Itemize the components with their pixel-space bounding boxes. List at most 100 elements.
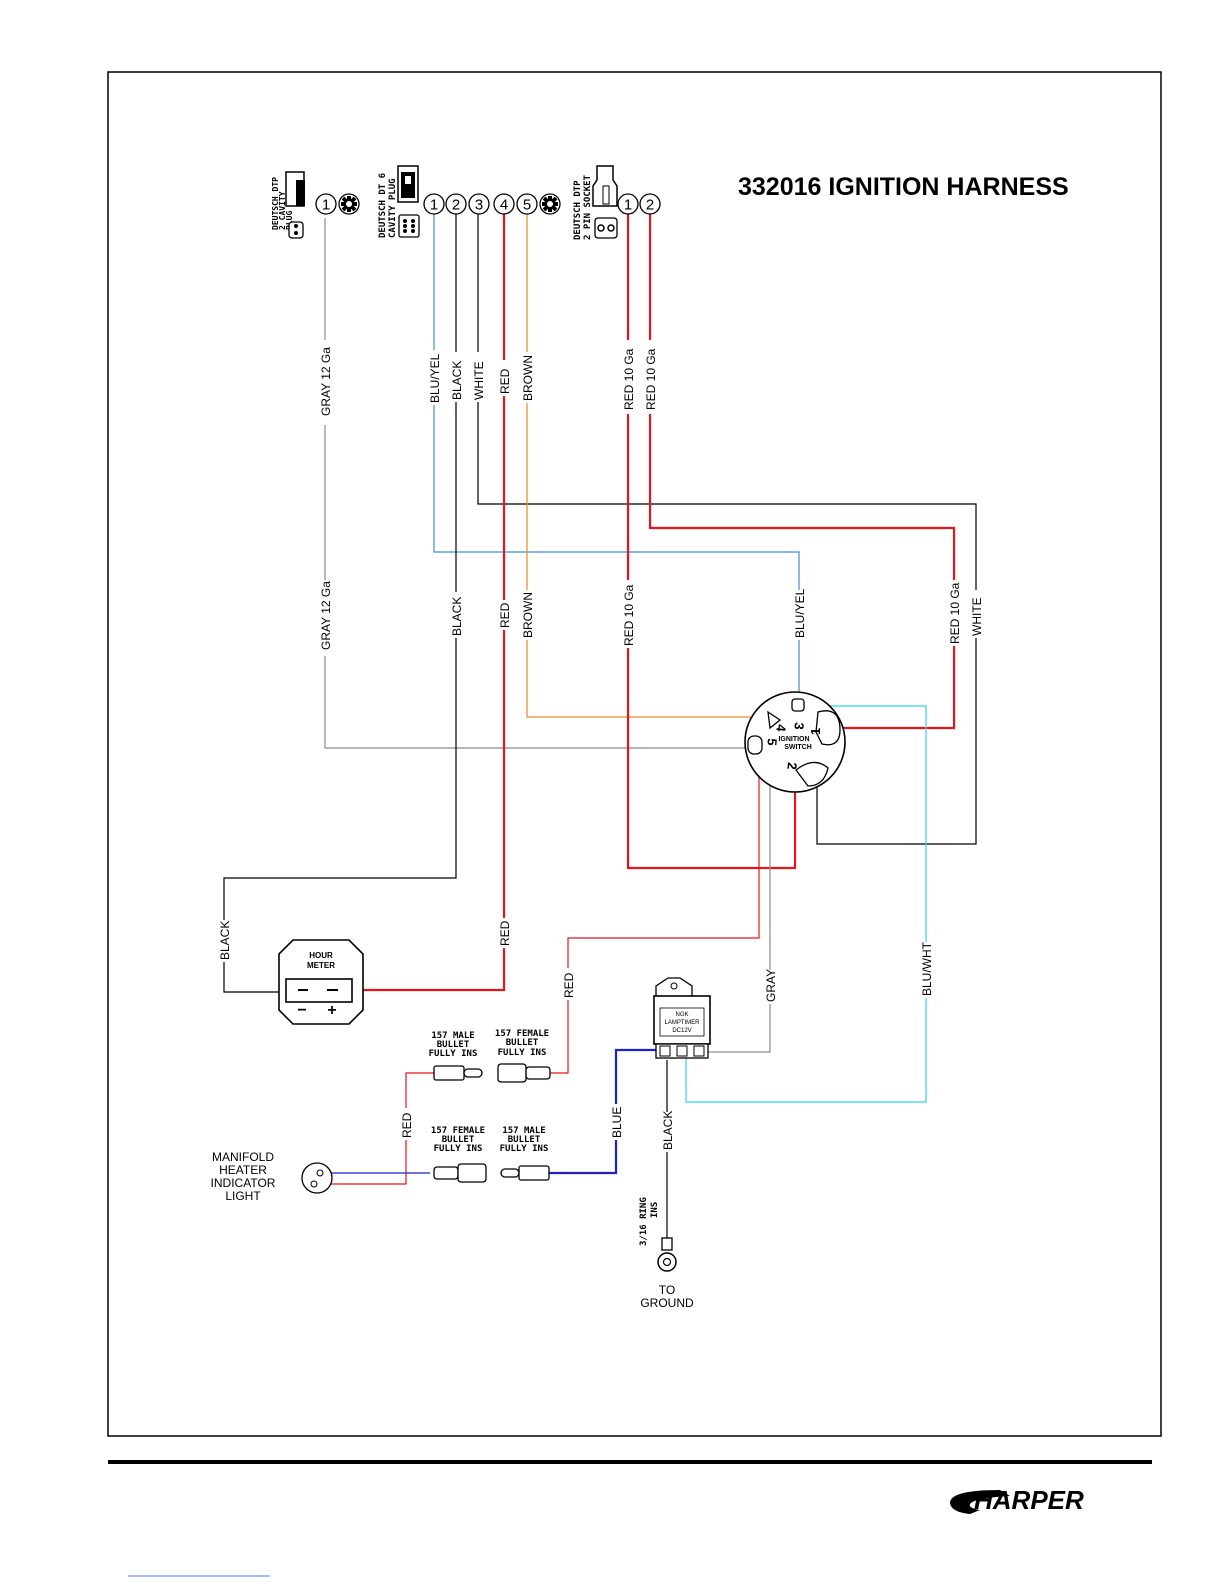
- bullet-bottom-male-label-2: BULLET: [508, 1135, 541, 1145]
- ring-label-1: 3/16 RING: [639, 1197, 649, 1246]
- wire-red-10ga-a: [626, 214, 797, 870]
- wire-gray-12ga: [324, 218, 756, 749]
- wire-brown: [526, 214, 770, 718]
- light-bulb-icon: [301, 1162, 333, 1194]
- label-red10b-mid: RED 10 Ga: [948, 582, 962, 644]
- wire-gray-timer: [706, 760, 771, 1053]
- label-white-top: WHITE: [472, 361, 486, 400]
- indicator-label-1: MANIFOLD: [212, 1150, 274, 1164]
- label-gray-top: GRAY 12 Ga: [319, 347, 333, 416]
- wire-red-10ga-b: [648, 214, 956, 730]
- wire-black: [223, 214, 457, 993]
- page-border: [107, 71, 1162, 1437]
- hour-meter-label-2: METER: [307, 961, 335, 970]
- switch-terminal-4: 4: [773, 724, 789, 733]
- bullet-top-female-label-2: BULLET: [506, 1038, 539, 1048]
- socket-pin-2: 2: [646, 197, 654, 214]
- wire-red-bullet: [550, 752, 760, 1074]
- bullet-top-male-label-1: 157 MALE: [431, 1031, 474, 1041]
- bullet-top-female-label-1: 157 FEMALE: [495, 1029, 549, 1039]
- label-red-top: RED: [498, 368, 512, 394]
- ground-label-1: TO: [659, 1283, 675, 1297]
- label-red-bullet: RED: [562, 972, 576, 998]
- label-bluyel-top: BLU/YEL: [428, 353, 442, 403]
- connector-dt6-label-2: CAVITY PLUG: [388, 178, 398, 238]
- dt6-pin-5: 5: [523, 197, 531, 214]
- bullet-bottom-female-label-2: BULLET: [442, 1135, 475, 1145]
- label-gray-mid: GRAY 12 Ga: [319, 581, 333, 650]
- pin-circle-1: [315, 193, 337, 215]
- hour-meter: HOUR METER − +: [278, 939, 364, 1025]
- lamptimer-label-1: NGK: [675, 1012, 688, 1018]
- connector-dt6-label-1: DEUTSCH DT 6: [378, 173, 388, 238]
- label-brown-top: BROWN: [521, 355, 535, 401]
- label-black-meter: BLACK: [218, 921, 232, 960]
- bullet-top-female: 157 FEMALE BULLET FULLY INS: [495, 1029, 551, 1083]
- label-black-ground: BLACK: [661, 1111, 675, 1150]
- plug-icon: [539, 193, 561, 215]
- wire-red-pin4: [345, 214, 506, 992]
- wire-white: [477, 214, 977, 845]
- bullet-top-female-label-3: FULLY INS: [498, 1048, 547, 1058]
- brand-logo-text: HARPER: [974, 1485, 1084, 1515]
- label-red-meter: RED: [498, 920, 512, 946]
- label-black-mid: BLACK: [450, 597, 464, 636]
- bullet-top-male-label-2: BULLET: [437, 1040, 470, 1050]
- switch-terminal-5: 5: [764, 738, 780, 747]
- connector-dt6-cavity-plug: DEUTSCH DT 6 CAVITY PLUG 1 2 3 4 5: [378, 165, 561, 238]
- wire-blu-wht: [685, 705, 927, 1103]
- bullet-bottom-male: 157 MALE BULLET FULLY INS: [500, 1126, 550, 1181]
- label-bluyel-mid: BLU/YEL: [793, 588, 807, 638]
- switch-terminal-3: 3: [791, 722, 807, 731]
- label-brown-mid: BROWN: [521, 592, 535, 638]
- dt6-pin-1: 1: [430, 197, 438, 214]
- label-bluwht: BLU/WHT: [920, 941, 934, 996]
- dt6-pin-2: 2: [452, 197, 460, 214]
- lamptimer-label-2: LAMPTIMER: [664, 1020, 700, 1026]
- wire-blue: [314, 1048, 664, 1175]
- bullet-top-male: 157 MALE BULLET FULLY INS: [429, 1031, 483, 1081]
- dt6-pin-4: 4: [500, 197, 508, 214]
- bullet-bottom-male-label-3: FULLY INS: [500, 1144, 549, 1154]
- wire-blu-yel: [433, 214, 800, 702]
- switch-label-1: IGNITION: [778, 736, 809, 743]
- indicator-light: MANIFOLD HEATER INDICATOR LIGHT: [211, 1150, 333, 1203]
- connector-dtp-2-pin-socket: DEUTSCH DTP 2 PIN SOCKET 1 2: [573, 165, 661, 240]
- dt6-pin-3: 3: [475, 197, 483, 214]
- wire-red-light: [314, 1072, 435, 1185]
- hour-meter-plus: +: [327, 1002, 336, 1019]
- lamptimer: NGK LAMPTIMER DC12V: [653, 977, 711, 1059]
- bullet-top-male-label-3: FULLY INS: [429, 1049, 478, 1059]
- bullet-bottom-male-label-1: 157 MALE: [502, 1126, 545, 1136]
- label-black-top: BLACK: [450, 361, 464, 400]
- label-red10a-mid: RED 10 Ga: [622, 584, 636, 646]
- connector-socket-label-1: DEUTSCH DTP: [573, 180, 583, 240]
- switch-label-2: SWITCH: [784, 744, 812, 751]
- hour-meter-label-1: HOUR: [309, 951, 333, 960]
- pin-label-1: 1: [322, 197, 330, 214]
- label-blue: BLUE: [610, 1107, 624, 1138]
- hour-meter-minus: −: [297, 1002, 306, 1019]
- label-red10a-top: RED 10 Ga: [622, 348, 636, 410]
- label-red-light: RED: [400, 1112, 414, 1138]
- label-red10b-top: RED 10 Ga: [644, 348, 658, 410]
- connector-dtp-label-2: 2 CAVITY: [278, 191, 287, 230]
- bullet-bottom-female-label-1: 157 FEMALE: [431, 1126, 485, 1136]
- lamptimer-label-3: DC12V: [672, 1028, 691, 1034]
- indicator-label-4: LIGHT: [225, 1189, 261, 1203]
- switch-terminal-2: 2: [784, 762, 800, 771]
- bullet-bottom-female: 157 FEMALE BULLET FULLY INS: [431, 1126, 487, 1183]
- connector-dtp-label-3: PLUG: [285, 211, 294, 230]
- harper-logo: HARPER: [950, 1485, 1084, 1515]
- ring-label-2: INS: [650, 1202, 660, 1218]
- connector-dtp-label-1: DEUTSCH DTP: [271, 177, 280, 230]
- switch-terminal-1: 1: [808, 728, 823, 735]
- diagram-title: 332016 IGNITION HARNESS: [738, 173, 1069, 201]
- socket-pin-1: 1: [624, 197, 632, 214]
- plug-icon: [338, 193, 360, 215]
- wire-labels: GRAY 12 Ga GRAY 12 Ga BLU/YEL BLACK WHIT…: [218, 347, 984, 1150]
- label-white-mid: WHITE: [970, 597, 984, 636]
- ring-terminal: 3/16 RING INS TO GROUND: [639, 1197, 694, 1310]
- ground-label-2: GROUND: [640, 1296, 694, 1310]
